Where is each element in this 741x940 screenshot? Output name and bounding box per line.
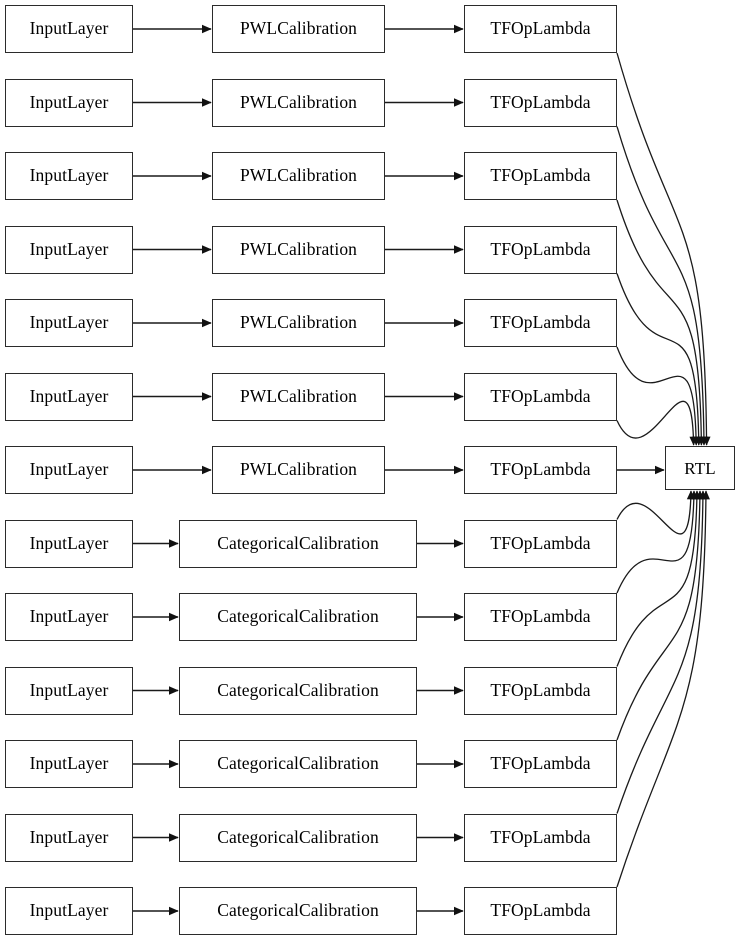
node-input-layer-5[interactable]: InputLayer xyxy=(5,372,133,421)
edge-lambda-to-rtl-7 xyxy=(616,490,695,535)
node-tfoplambda-9-label: TFOpLambda xyxy=(490,679,591,700)
node-input-layer-1[interactable]: InputLayer xyxy=(5,78,133,127)
node-tfoplambda-8[interactable]: TFOpLambda xyxy=(464,593,617,641)
node-tfoplambda-10-label: TFOpLambda xyxy=(490,753,591,774)
node-input-layer-3[interactable]: InputLayer xyxy=(5,225,133,274)
node-input-layer-6[interactable]: InputLayer xyxy=(5,446,133,494)
node-input-layer-2[interactable]: InputLayer xyxy=(5,152,133,200)
node-tfoplambda-7[interactable]: TFOpLambda xyxy=(464,519,617,568)
node-input-layer-4-label: InputLayer xyxy=(29,312,109,333)
edge-lambda-to-rtl-9 xyxy=(616,490,701,667)
node-categorical-calibration-9-label: CategoricalCalibration xyxy=(217,679,379,700)
node-categorical-calibration-11[interactable]: CategoricalCalibration xyxy=(179,813,417,862)
node-rtl-label: RTL xyxy=(684,458,716,478)
node-input-layer-10-label: InputLayer xyxy=(29,753,109,774)
node-pwl-calibration-0[interactable]: PWLCalibration xyxy=(212,5,385,53)
node-tfoplambda-5-label: TFOpLambda xyxy=(490,385,591,406)
node-tfoplambda-4[interactable]: TFOpLambda xyxy=(464,299,617,347)
node-tfoplambda-6[interactable]: TFOpLambda xyxy=(464,446,617,494)
node-tfoplambda-12[interactable]: TFOpLambda xyxy=(464,887,617,935)
node-pwl-calibration-3-label: PWLCalibration xyxy=(239,238,358,259)
node-pwl-calibration-5[interactable]: PWLCalibration xyxy=(212,372,385,421)
node-tfoplambda-9[interactable]: TFOpLambda xyxy=(464,666,617,715)
node-input-layer-7-label: InputLayer xyxy=(29,532,109,553)
edge-lambda-to-rtl-10 xyxy=(616,490,704,741)
node-categorical-calibration-9[interactable]: CategoricalCalibration xyxy=(179,666,417,715)
node-pwl-calibration-4[interactable]: PWLCalibration xyxy=(212,299,385,347)
node-pwl-calibration-6-label: PWLCalibration xyxy=(239,459,358,480)
edge-lambda-to-rtl-11 xyxy=(616,490,707,814)
node-tfoplambda-10[interactable]: TFOpLambda xyxy=(464,740,617,788)
edge-lambda-to-rtl-2 xyxy=(616,199,706,446)
node-pwl-calibration-1[interactable]: PWLCalibration xyxy=(212,78,385,127)
node-input-layer-0-label: InputLayer xyxy=(29,18,109,39)
node-tfoplambda-8-label: TFOpLambda xyxy=(490,606,591,627)
node-input-layer-7[interactable]: InputLayer xyxy=(5,519,133,568)
node-input-layer-12[interactable]: InputLayer xyxy=(5,887,133,935)
node-tfoplambda-4-label: TFOpLambda xyxy=(490,312,591,333)
node-pwl-calibration-3[interactable]: PWLCalibration xyxy=(212,225,385,274)
node-tfoplambda-6-label: TFOpLambda xyxy=(490,459,591,480)
node-categorical-calibration-8[interactable]: CategoricalCalibration xyxy=(179,593,417,641)
node-input-layer-12-label: InputLayer xyxy=(29,900,109,921)
node-input-layer-6-label: InputLayer xyxy=(29,459,109,480)
node-categorical-calibration-8-label: CategoricalCalibration xyxy=(217,606,379,627)
node-categorical-calibration-12-label: CategoricalCalibration xyxy=(217,900,379,921)
node-input-layer-9-label: InputLayer xyxy=(29,679,109,700)
node-categorical-calibration-10-label: CategoricalCalibration xyxy=(217,753,379,774)
node-input-layer-1-label: InputLayer xyxy=(29,91,109,112)
node-pwl-calibration-0-label: PWLCalibration xyxy=(239,18,358,39)
edge-lambda-to-rtl-1 xyxy=(616,126,708,446)
node-tfoplambda-0-label: TFOpLambda xyxy=(490,18,591,39)
node-categorical-calibration-10[interactable]: CategoricalCalibration xyxy=(179,740,417,788)
node-categorical-calibration-11-label: CategoricalCalibration xyxy=(217,826,379,847)
node-tfoplambda-3-label: TFOpLambda xyxy=(490,238,591,259)
node-categorical-calibration-12[interactable]: CategoricalCalibration xyxy=(179,887,417,935)
node-tfoplambda-11-label: TFOpLambda xyxy=(490,826,591,847)
node-pwl-calibration-6[interactable]: PWLCalibration xyxy=(212,446,385,494)
node-input-layer-11-label: InputLayer xyxy=(29,826,109,847)
node-categorical-calibration-7[interactable]: CategoricalCalibration xyxy=(179,519,417,568)
node-input-layer-9[interactable]: InputLayer xyxy=(5,666,133,715)
node-tfoplambda-2[interactable]: TFOpLambda xyxy=(464,152,617,200)
node-tfoplambda-0[interactable]: TFOpLambda xyxy=(464,5,617,53)
node-pwl-calibration-1-label: PWLCalibration xyxy=(239,91,358,112)
node-tfoplambda-1[interactable]: TFOpLambda xyxy=(464,78,617,127)
node-input-layer-8[interactable]: InputLayer xyxy=(5,593,133,641)
edge-lambda-to-rtl-12 xyxy=(616,490,710,888)
edge-lambda-to-rtl-4 xyxy=(616,346,701,446)
node-categorical-calibration-7-label: CategoricalCalibration xyxy=(217,532,379,553)
node-tfoplambda-1-label: TFOpLambda xyxy=(490,91,591,112)
edge-lambda-to-rtl-3 xyxy=(616,273,703,446)
node-tfoplambda-5[interactable]: TFOpLambda xyxy=(464,372,617,421)
edge-lambda-to-rtl-5 xyxy=(616,400,698,446)
node-tfoplambda-7-label: TFOpLambda xyxy=(490,532,591,553)
edge-lambda-to-rtl-0 xyxy=(616,52,711,446)
node-input-layer-11[interactable]: InputLayer xyxy=(5,813,133,862)
node-rtl[interactable]: RTL xyxy=(665,446,735,490)
node-input-layer-8-label: InputLayer xyxy=(29,606,109,627)
node-input-layer-0[interactable]: InputLayer xyxy=(5,5,133,53)
node-pwl-calibration-2[interactable]: PWLCalibration xyxy=(212,152,385,200)
node-input-layer-2-label: InputLayer xyxy=(29,165,109,186)
node-input-layer-3-label: InputLayer xyxy=(29,238,109,259)
node-pwl-calibration-2-label: PWLCalibration xyxy=(239,165,358,186)
node-tfoplambda-11[interactable]: TFOpLambda xyxy=(464,813,617,862)
node-input-layer-5-label: InputLayer xyxy=(29,385,109,406)
edge-lambda-to-rtl-8 xyxy=(616,490,698,594)
node-pwl-calibration-5-label: PWLCalibration xyxy=(239,385,358,406)
node-input-layer-4[interactable]: InputLayer xyxy=(5,299,133,347)
node-pwl-calibration-4-label: PWLCalibration xyxy=(239,312,358,333)
node-tfoplambda-2-label: TFOpLambda xyxy=(490,165,591,186)
node-tfoplambda-3[interactable]: TFOpLambda xyxy=(464,225,617,274)
node-tfoplambda-12-label: TFOpLambda xyxy=(490,900,591,921)
node-input-layer-10[interactable]: InputLayer xyxy=(5,740,133,788)
